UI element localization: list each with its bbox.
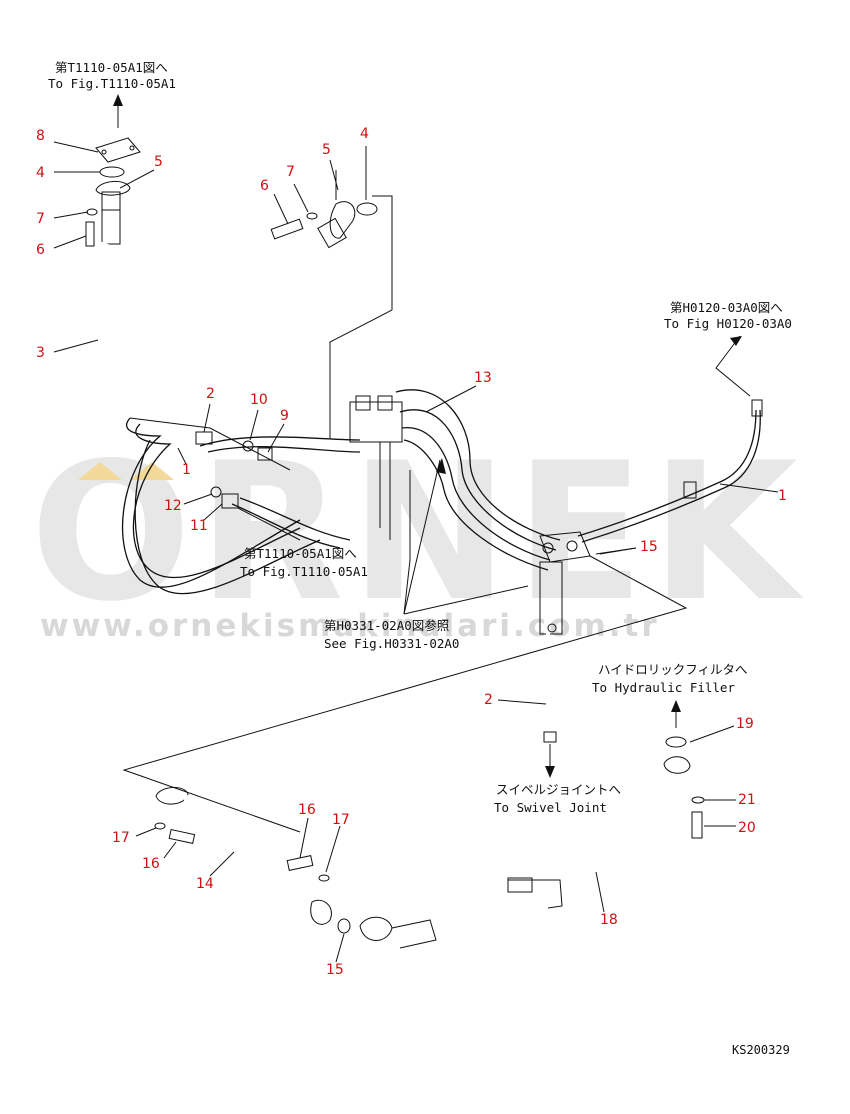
pipe-14-assembly [154,787,351,934]
ref-mid-en: To Fig.T1110-05A1 [240,564,368,579]
ref-center: 第H0331-02A0図参照 See Fig.H0331-02A0 [324,458,529,651]
hose-3-assembly [85,137,378,405]
callout-20: 20 [738,820,756,836]
callout-7: 7 [36,211,45,227]
watermark-accent-right [130,462,174,480]
callout-9: 9 [280,408,289,424]
ref-top-en: To Fig.T1110-05A1 [48,76,176,91]
callout-8: 8 [36,128,45,144]
ref-swivel-en: To Swivel Joint [494,800,607,815]
ref-center-en: See Fig.H0331-02A0 [324,636,459,651]
ref-top: 第T1110-05A1図へ To Fig.T1110-05A1 [48,60,176,128]
ref-filler-jp: ハイドロリックフィルタへ [598,662,748,677]
callout-17: 17 [332,812,350,828]
watermark-accent-left [78,462,122,480]
ref-swivel-jp: スイベルジョイントへ [496,782,621,797]
callout-15: 15 [326,962,344,978]
leader-panel-top [129,195,393,471]
arrow-up-icon [671,700,681,712]
ref-right-en: To Fig H0120-03A0 [664,316,792,331]
callout-5: 5 [154,154,163,170]
ref-top-jp: 第T1110-05A1図へ [55,60,168,75]
ref-center-jp: 第H0331-02A0図参照 [324,618,449,633]
callout-16: 16 [298,802,316,818]
callout-3: 3 [36,345,45,361]
callout-21: 21 [738,792,756,808]
arrow-down-icon [545,766,555,778]
callout-19: 19 [736,716,754,732]
callout-2: 2 [206,386,215,402]
callout-4: 4 [36,165,45,181]
callout-14: 14 [196,876,214,892]
callout-5: 5 [322,142,331,158]
ref-mid: 第T1110-05A1図へ To Fig.T1110-05A1 [240,546,368,579]
ref-filler: ハイドロリックフィルタへ To Hydraulic Filler [592,662,748,728]
arrow-icon [436,458,446,474]
ref-mid-jp: 第T1110-05A1図へ [244,546,357,561]
ref-swivel: スイベルジョイントへ To Swivel Joint [494,782,621,815]
callout-10: 10 [250,392,268,408]
hose-bundle [122,389,763,778]
callout-11: 11 [190,518,208,534]
ref-right-jp: 第H0120-03A0図へ [670,300,783,315]
callout-4: 4 [360,126,369,142]
ref-right: 第H0120-03A0図へ To Fig H0120-03A0 [664,300,792,397]
callout-12: 12 [164,498,182,514]
callout-13: 13 [474,370,492,386]
pipe-18-assembly [359,736,705,949]
arrow-up-icon [113,94,123,106]
callout-18: 18 [600,912,618,928]
callout-16: 16 [142,856,160,872]
watermark-url: www.ornekismakinalari.com.tr [40,608,660,644]
callouts: 8 4 5 7 6 3 6 7 5 4 2 10 9 13 12 11 1 1 … [36,126,787,978]
watermark-brand: ORNEK [30,422,804,643]
ref-filler-en: To Hydraulic Filler [592,680,735,695]
callout-15: 15 [640,539,658,555]
callout-7: 7 [286,164,295,180]
callout-6: 6 [260,178,269,194]
callout-leaders [53,141,779,963]
callout-1: 1 [182,462,191,478]
callout-17: 17 [112,830,130,846]
watermark: ORNEK www.ornekismakinalari.com.tr [30,422,804,644]
callout-1: 1 [778,488,787,504]
callout-6: 6 [36,242,45,258]
drawing-code: KS200329 [732,1043,790,1057]
callout-2: 2 [484,692,493,708]
arrow-icon [730,336,742,346]
